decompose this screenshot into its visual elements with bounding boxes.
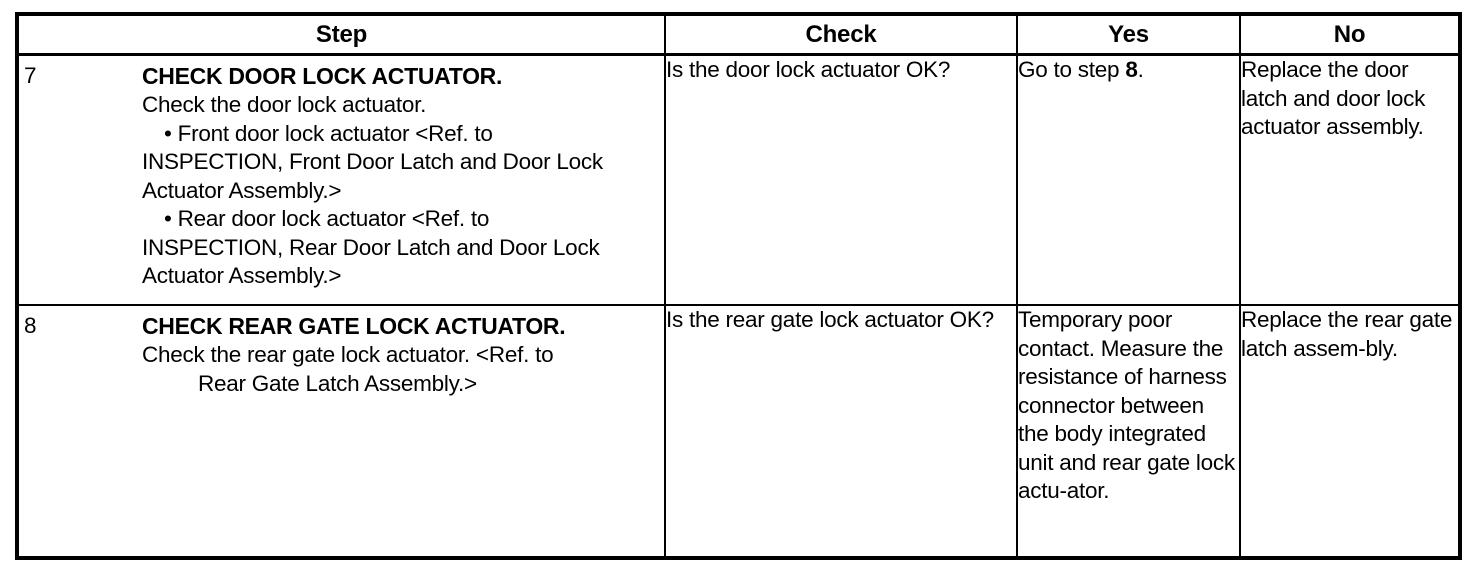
diagnostic-step-table: Step Check Yes No 7 CHECK DOOR LOCK ACTU… <box>15 12 1462 560</box>
step-detail-line: Rear Gate Latch Assembly.> <box>198 370 477 396</box>
yes-step-reference: 8 <box>1125 57 1138 82</box>
check-text: Is the rear gate lock actuator OK? <box>666 307 994 332</box>
step-detail-line: INSPECTION, Rear Door Latch and Door Loc… <box>142 234 600 260</box>
check-cell: Is the rear gate lock actuator OK? <box>664 304 1018 560</box>
step-cell: 8 CHECK REAR GATE LOCK ACTUATOR. Check t… <box>15 304 666 560</box>
table-row: 7 CHECK DOOR LOCK ACTUATOR. Check the do… <box>15 53 1462 306</box>
step-detail-line: Check the rear gate lock actuator. <Ref.… <box>142 342 554 367</box>
column-header-yes: Yes <box>1016 12 1241 56</box>
step-detail-line: Check the door lock actuator. <box>142 92 427 117</box>
no-text: Replace the door latch and door lock act… <box>1241 57 1426 139</box>
column-header-step: Step <box>15 12 666 56</box>
no-text: Replace the rear gate latch assem-bly. <box>1241 307 1453 361</box>
yes-text-suffix: . <box>1137 57 1144 82</box>
yes-text: Temporary poor contact. Measure the resi… <box>1018 307 1235 503</box>
yes-cell: Temporary poor contact. Measure the resi… <box>1016 304 1241 560</box>
column-header-no: No <box>1239 12 1462 56</box>
column-header-check: Check <box>664 12 1018 56</box>
step-detail-line: INSPECTION, Front Door Latch and Door Lo… <box>142 149 603 174</box>
yes-text-prefix: Go to step <box>1018 57 1126 82</box>
table-header-row: Step Check Yes No <box>15 12 1462 56</box>
yes-text: Go to step 8. <box>1018 56 1239 85</box>
step-cell: 7 CHECK DOOR LOCK ACTUATOR. Check the do… <box>15 53 666 306</box>
step-title: CHECK REAR GATE LOCK ACTUATOR. <box>142 313 566 339</box>
step-detail-line: Actuator Assembly.> <box>142 263 342 288</box>
check-text: Is the door lock actuator OK? <box>666 57 951 82</box>
step-detail-line: Actuator Assembly.> <box>142 177 342 203</box>
no-cell: Replace the door latch and door lock act… <box>1239 53 1462 306</box>
step-bullet-line: • Front door lock actuator <Ref. to <box>164 120 493 146</box>
no-cell: Replace the rear gate latch assem-bly. <box>1239 304 1462 560</box>
check-cell: Is the door lock actuator OK? <box>664 53 1018 306</box>
step-number: 7 <box>24 63 37 88</box>
step-title: CHECK DOOR LOCK ACTUATOR. <box>142 63 503 89</box>
yes-cell: Go to step 8. <box>1016 53 1241 306</box>
step-bullet-line: • Rear door lock actuator <Ref. to <box>164 206 490 231</box>
step-number: 8 <box>24 313 37 338</box>
table-row: 8 CHECK REAR GATE LOCK ACTUATOR. Check t… <box>15 304 1462 560</box>
